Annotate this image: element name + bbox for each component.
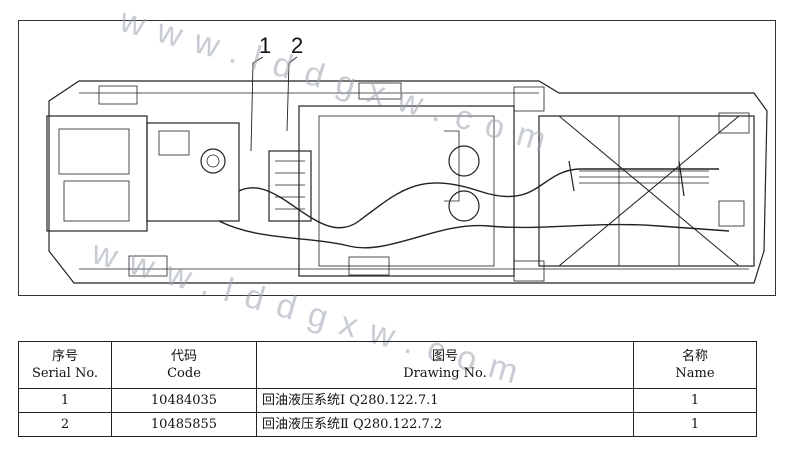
chassis-outline <box>48 80 768 284</box>
callout-leader-2 <box>286 56 298 132</box>
cell-name: 1 <box>633 412 757 437</box>
oil-hose-return <box>218 220 730 249</box>
header-name: 名称 Name <box>633 341 757 389</box>
cell-name: 1 <box>633 388 757 413</box>
cell-drawing: 回油液压系统Ⅱ Q280.122.7.2 <box>256 412 634 437</box>
cell-serial: 1 <box>18 388 112 413</box>
chassis-schematic: 1 2 <box>46 33 768 284</box>
turntable-frame <box>298 105 515 277</box>
oil-hose-main <box>238 168 719 229</box>
header-code: 代码 Code <box>111 341 257 389</box>
hydraulic-tank <box>146 122 240 222</box>
table-row: 1 10484035 回油液压系统Ⅰ Q280.122.7.1 1 <box>18 388 757 413</box>
callout-leader-1 <box>250 56 264 152</box>
hydraulic-chassis-drawing: 1 2 <box>18 20 776 296</box>
cell-serial: 2 <box>18 412 112 437</box>
header-serial: 序号 Serial No. <box>18 341 112 389</box>
table-row: 2 10485855 回油液压系统Ⅱ Q280.122.7.2 1 <box>18 412 757 437</box>
parts-table: 序号 Serial No. 代码 Code 图号 Drawing No. 名称 … <box>18 341 757 437</box>
cell-code: 10484035 <box>111 388 257 413</box>
cell-code: 10485855 <box>111 412 257 437</box>
callout-1: 1 <box>259 33 271 58</box>
header-drawing: 图号 Drawing No. <box>256 341 634 389</box>
engine-block <box>46 115 148 232</box>
valve-block <box>268 150 312 222</box>
cell-drawing: 回油液压系统Ⅰ Q280.122.7.1 <box>256 388 634 413</box>
callout-2: 2 <box>291 33 303 58</box>
rear-frame <box>538 115 755 267</box>
table-header-row: 序号 Serial No. 代码 Code 图号 Drawing No. 名称 … <box>18 341 757 389</box>
